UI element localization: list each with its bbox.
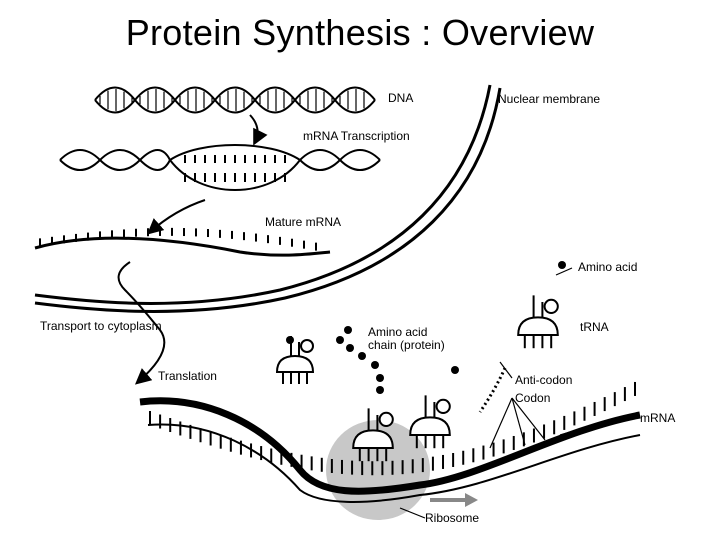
transcription-bubble xyxy=(59,144,381,191)
label-amino-acid: Amino acid xyxy=(578,260,637,274)
trna-molecule xyxy=(409,395,451,449)
label-transport: Transport to cytoplasm xyxy=(40,319,162,333)
label-mrna-transcription: mRNA Transcription xyxy=(303,129,410,143)
label-trna: tRNA xyxy=(580,320,609,334)
label-nuclear-membrane: Nuclear membrane xyxy=(498,92,600,106)
trna-molecule xyxy=(352,408,394,462)
transport-arrow xyxy=(117,261,166,385)
mrna-ribbon xyxy=(139,397,641,495)
label-amino-acid-chain-1: Amino acid xyxy=(368,325,427,339)
ribosome-shape xyxy=(326,420,430,520)
amino-acid-chain xyxy=(286,261,566,394)
label-dna: DNA xyxy=(388,91,413,105)
label-translation: Translation xyxy=(158,369,217,383)
trna-molecule xyxy=(517,295,559,349)
maturation-arrow xyxy=(146,199,206,235)
nuclear-membrane xyxy=(34,84,492,305)
trna-molecule xyxy=(275,336,315,384)
label-codon: Codon xyxy=(515,391,550,405)
slide-title: Protein Synthesis : Overview xyxy=(125,12,595,53)
transcription-arrow xyxy=(249,114,268,146)
incoming-trna-path xyxy=(478,367,507,413)
label-amino-acid-chain-2: chain (protein) xyxy=(368,338,445,352)
label-mature-mrna: Mature mRNA xyxy=(265,215,341,229)
dna-helix xyxy=(94,86,376,114)
label-ribosome: Ribosome xyxy=(425,511,479,525)
label-anticodon: Anti-codon xyxy=(515,373,572,387)
label-mrna: mRNA xyxy=(640,411,675,425)
mature-mrna-strand xyxy=(34,236,331,257)
